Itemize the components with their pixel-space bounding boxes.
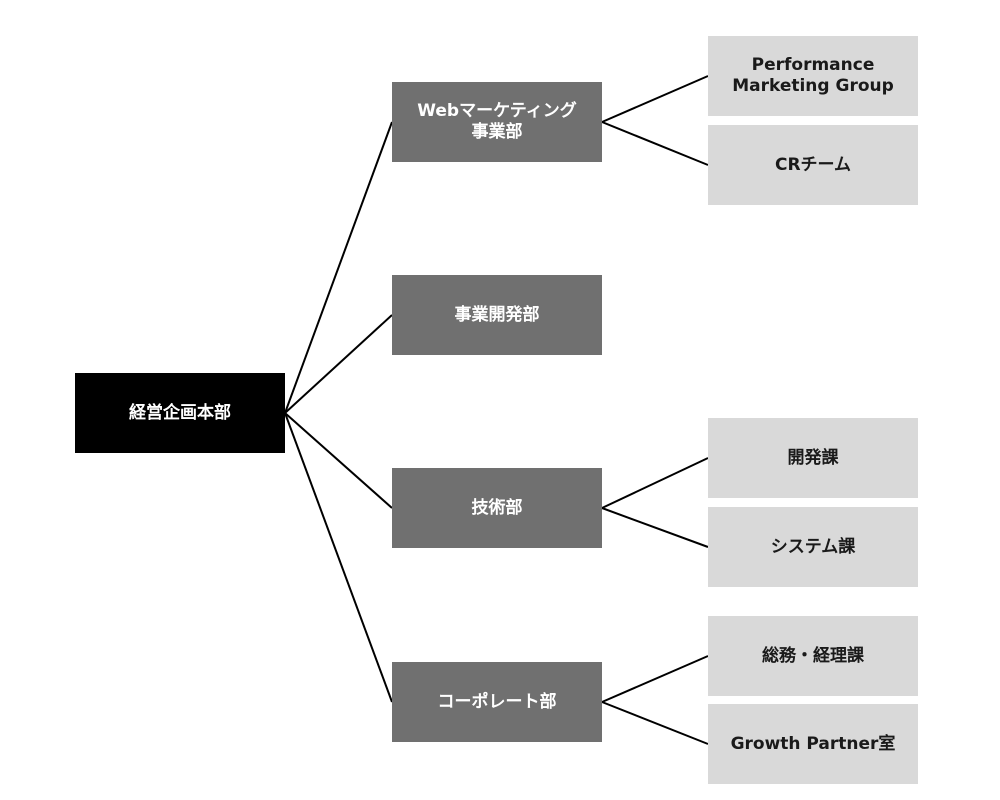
connector-line [284, 412, 393, 703]
connector-line [601, 507, 709, 548]
connector-line [601, 75, 709, 123]
team-node: 開発課 [708, 418, 918, 498]
root-node: 経営企画本部 [75, 373, 285, 453]
team-node: システム課 [708, 507, 918, 587]
connector-line [601, 457, 709, 509]
department-node: Webマーケティング 事業部 [392, 82, 602, 162]
team-node: CRチーム [708, 125, 918, 205]
connector-line [284, 412, 393, 509]
team-node: Performance Marketing Group [708, 36, 918, 116]
connector-line [284, 121, 393, 414]
connector-line [601, 701, 709, 745]
connector-line [601, 121, 709, 166]
department-node: コーポレート部 [392, 662, 602, 742]
department-node: 技術部 [392, 468, 602, 548]
connector-line [601, 655, 709, 703]
team-node: Growth Partner室 [708, 704, 918, 784]
connector-line [284, 314, 393, 414]
team-node: 総務・経理課 [708, 616, 918, 696]
department-node: 事業開発部 [392, 275, 602, 355]
